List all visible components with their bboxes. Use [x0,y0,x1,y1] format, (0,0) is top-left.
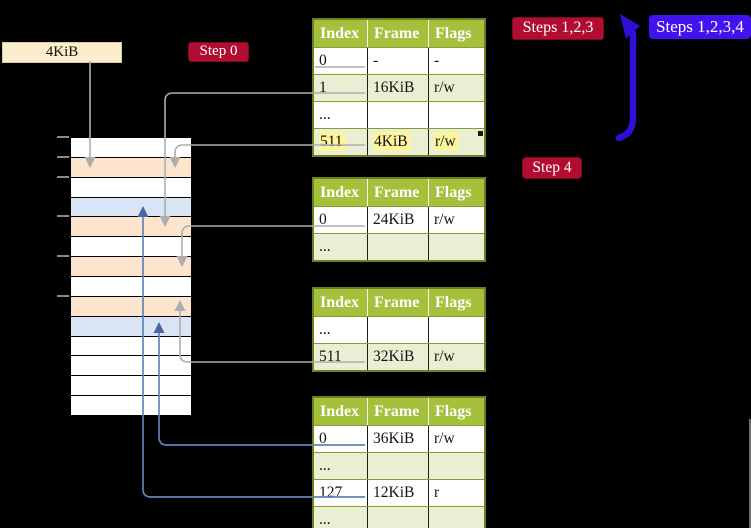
memory-frame-row [71,217,191,238]
cell-index: ... [319,106,331,123]
memory-frame-row [71,376,191,397]
page-table-level4: Index Frame Flags 0 - - 1 16KiB r/w ... … [312,18,486,157]
memory-frame-row [71,356,191,377]
memory-frame-row [71,237,191,258]
cell-flags [428,317,484,343]
cell-index: 0 [319,52,327,69]
table-header: Index Frame Flags [314,179,484,206]
memory-frame-row [71,197,191,218]
cell-frame: - [367,48,428,74]
table-row: ... [314,101,484,128]
column-header-flags: Flags [428,398,484,425]
cell-frame: 4KiB [367,129,428,155]
physical-memory-strip [70,137,192,416]
column-header-index: Index [320,184,360,201]
column-header-flags: Flags [428,179,484,206]
table-row: ... [314,452,484,479]
steps1234-badge: Steps 1,2,3,4 [649,15,751,39]
cell-flags [428,234,484,260]
column-header-frame: Frame [367,179,428,206]
table-row: ... [314,506,484,528]
memory-frame-row [71,336,191,357]
column-header-index: Index [320,403,360,420]
cell-index: 511 [314,129,367,155]
column-header-frame: Frame [367,20,428,47]
cell-frame: 36KiB [367,426,428,452]
step0-badge: Step 0 [188,42,249,62]
address-tick [57,156,69,158]
address-tick [57,215,69,217]
cell-flags: r/w [428,75,484,101]
recursive-loop-arrow [615,14,640,142]
memory-frame-row [71,277,191,297]
column-header-index: Index [320,294,360,311]
cell-frame [367,317,428,343]
column-header-flags: Flags [428,20,484,47]
column-header-frame: Frame [367,289,428,316]
cell-flags: - [428,48,484,74]
memory-frame-row [71,257,191,278]
cell-index: ... [319,457,331,474]
cell-flags [428,453,484,479]
table-header: Index Frame Flags [314,398,484,425]
cell-flags: r/w [428,344,484,370]
cell-frame: 16KiB [367,75,428,101]
memory-frame-row [71,177,191,198]
address-tick [57,255,69,257]
table-row: 0 36KiB r/w [314,425,484,452]
cell-flags: r/w [428,426,484,452]
table-header: Index Frame Flags [314,289,484,316]
memory-frame-row [71,396,191,416]
column-header-flags: Flags [428,289,484,316]
steps123-badge: Steps 1,2,3 [512,17,604,40]
table-row: 1 16KiB r/w [314,74,484,101]
cell-flags [428,507,484,528]
address-tick [57,136,69,138]
cell-index: ... [319,511,331,528]
cell-index: ... [319,321,331,338]
cell-frame: 12KiB [367,480,428,506]
table-row: 511 32KiB r/w [314,343,484,370]
cell-frame [367,453,428,479]
cell-flags: r/w [428,129,484,155]
page-table-level2: Index Frame Flags ... 511 32KiB r/w [312,287,486,372]
column-header-index: Index [320,25,360,42]
table-row: ... [314,316,484,343]
memory-frame-row [71,316,191,337]
cell-frame [367,507,428,528]
address-tick [57,176,69,178]
memory-frame-row [71,157,191,178]
cell-frame [367,234,428,260]
frame-address-label-box: 4KiB [2,42,122,63]
cell-flags [428,102,484,128]
table-row: ... [314,233,484,260]
cell-index: 0 [319,430,327,447]
cell-frame [367,102,428,128]
cell-index: ... [319,238,331,255]
table-row: 0 24KiB r/w [314,206,484,233]
table-header: Index Frame Flags [314,20,484,47]
column-header-frame: Frame [367,398,428,425]
address-tick [57,295,69,297]
cell-index: 511 [319,348,342,365]
cell-frame: 32KiB [367,344,428,370]
page-table-level3: Index Frame Flags 0 24KiB r/w ... [312,177,486,262]
cell-frame: 24KiB [367,207,428,233]
step4-badge: Step 4 [522,157,582,179]
cell-flags: r/w [428,207,484,233]
memory-frame-row [71,296,191,317]
table-row: 127 12KiB r [314,479,484,506]
cell-flags: r [428,480,484,506]
table-row-highlighted: 511 4KiB r/w [314,128,484,155]
page-table-level1: Index Frame Flags 0 36KiB r/w ... 127 12… [312,396,486,528]
table-row: 0 - - [314,47,484,74]
cell-index: 0 [319,211,327,228]
cell-index: 127 [319,484,343,501]
memory-frame-row [71,138,191,158]
cell-index: 1 [319,79,327,96]
